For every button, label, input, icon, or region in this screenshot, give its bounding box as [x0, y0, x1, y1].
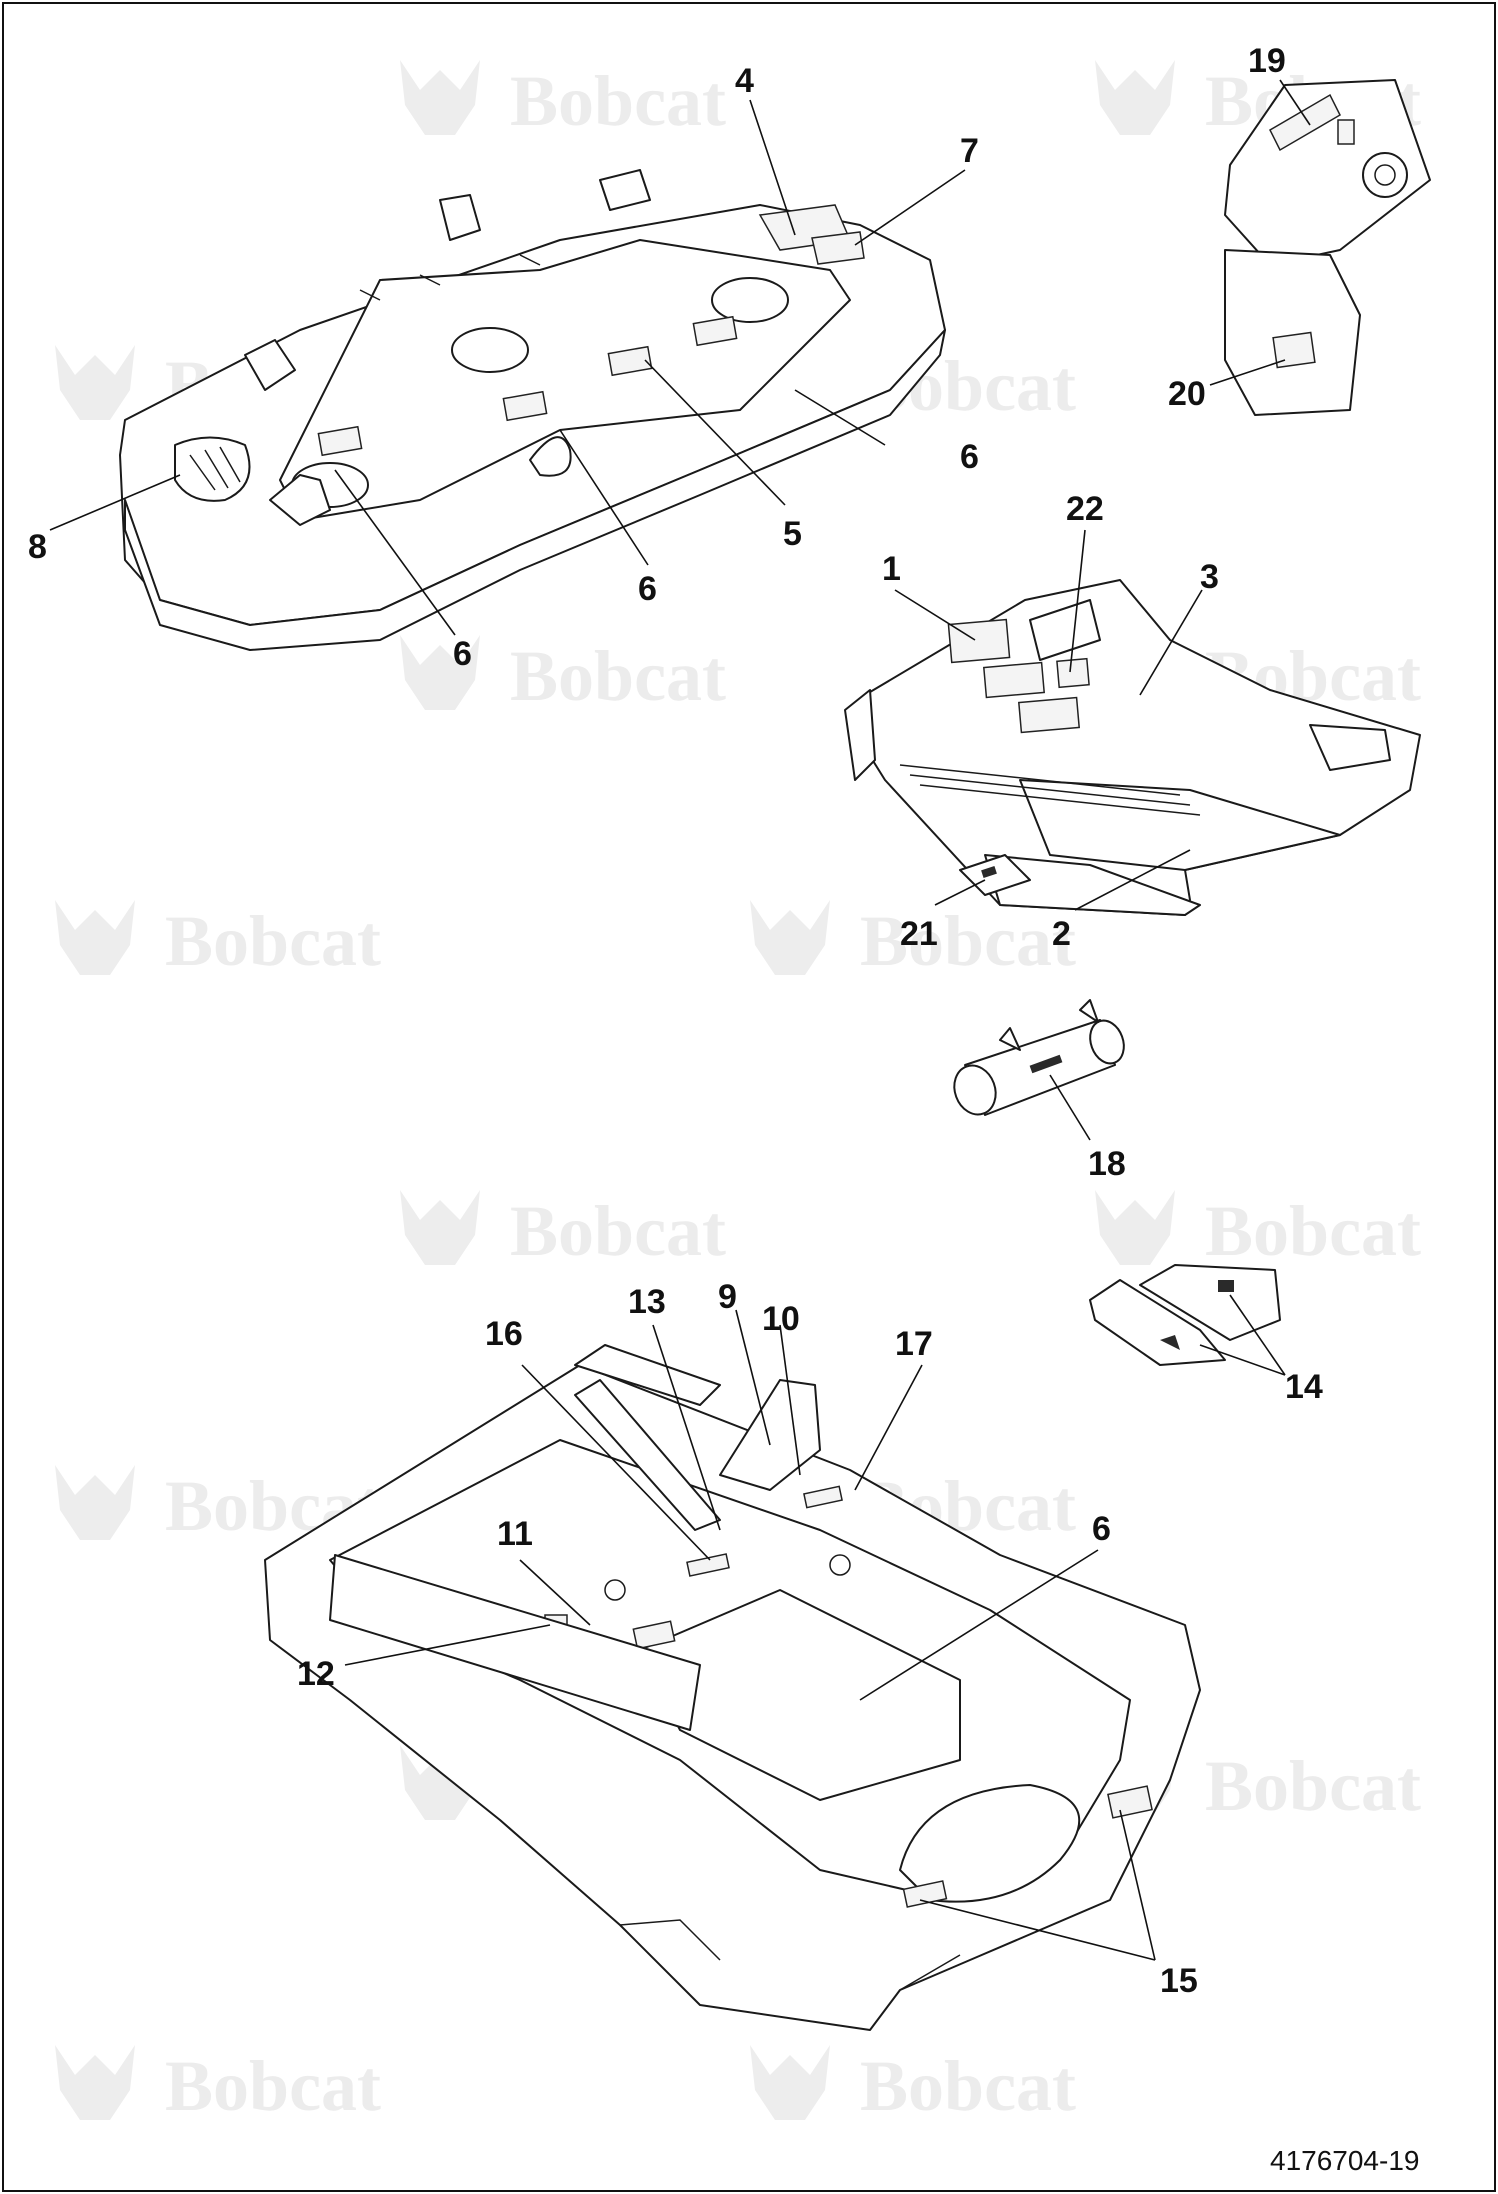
control-panel: [1224, 79, 1431, 416]
chassis-frame: [264, 1344, 1201, 2031]
callout-15: 15: [1160, 1962, 1198, 2000]
callout-22: 22: [1066, 490, 1104, 528]
mower-deck: [119, 169, 946, 651]
bobcat-watermark-text: Bobcat: [510, 61, 726, 141]
callout-6: 6: [1092, 1510, 1111, 1548]
callout-1: 1: [882, 550, 901, 588]
callout-16: 16: [485, 1315, 523, 1353]
bobcat-head-logo: [750, 2045, 830, 2120]
side-panels-14: [1089, 1264, 1281, 1366]
bobcat-watermark-text: Bobcat: [165, 2046, 381, 2126]
callout-10: 10: [762, 1300, 800, 1338]
bobcat-head-logo: [55, 2045, 135, 2120]
leader-lines: [49, 79, 1311, 1961]
canister-18: [953, 999, 1125, 1116]
bobcat-watermark-text: Bobcat: [510, 636, 726, 716]
callout-6: 6: [638, 570, 657, 608]
part-number: 4176704-19: [1270, 2145, 1419, 2176]
callout-2: 2: [1052, 915, 1071, 953]
bobcat-head-logo: [400, 1745, 480, 1820]
callout-19: 19: [1248, 42, 1286, 80]
callout-21: 21: [900, 915, 938, 953]
bobcat-head-logo: [55, 900, 135, 975]
callout-13: 13: [628, 1283, 666, 1321]
bobcat-head-logo: [400, 635, 480, 710]
callout-11: 11: [497, 1515, 533, 1553]
callout-9: 9: [718, 1278, 737, 1316]
bobcat-watermark-text: Bobcat: [510, 1191, 726, 1271]
bobcat-watermark: Bobcat: [400, 60, 726, 141]
bobcat-watermark: Bobcat: [400, 635, 726, 716]
bobcat-watermark-text: Bobcat: [860, 901, 1076, 981]
callout-labels: 4 7 6 5 6 6 8 19 20 22 1 3 21 2 18 14 16…: [28, 42, 1323, 2000]
bobcat-head-logo: [400, 60, 480, 135]
bobcat-head-logo: [55, 345, 135, 420]
footrest-assembly: [844, 579, 1421, 916]
callout-4: 4: [735, 62, 754, 100]
callout-5: 5: [783, 515, 802, 553]
callout-20: 20: [1168, 375, 1206, 413]
callout-3: 3: [1200, 558, 1219, 596]
bobcat-watermark-text: Bobcat: [860, 2046, 1076, 2126]
callout-6: 6: [960, 438, 979, 476]
bobcat-watermark-text: Bobcat: [1205, 1191, 1421, 1271]
callout-17: 17: [895, 1325, 933, 1363]
bobcat-head-logo: [1095, 1190, 1175, 1265]
callout-7: 7: [960, 132, 979, 170]
decal-21: [959, 854, 1031, 896]
callout-8: 8: [28, 528, 47, 566]
bobcat-watermark: Bobcat: [750, 900, 1076, 981]
bobcat-head-logo: [750, 900, 830, 975]
bobcat-watermark: Bobcat: [1095, 1190, 1421, 1271]
callout-18: 18: [1088, 1145, 1126, 1183]
callout-12: 12: [297, 1655, 335, 1693]
bobcat-head-logo: [55, 1465, 135, 1540]
bobcat-watermark: Bobcat: [750, 2045, 1076, 2126]
bobcat-head-logo: [400, 1190, 480, 1265]
bobcat-watermark: Bobcat: [400, 1190, 726, 1271]
callout-14: 14: [1285, 1368, 1323, 1406]
bobcat-watermark-text: Bobcat: [1205, 1746, 1421, 1826]
bobcat-head-logo: [1095, 60, 1175, 135]
bobcat-watermark: Bobcat: [55, 2045, 381, 2126]
callout-6: 6: [453, 635, 472, 673]
bobcat-watermark-text: Bobcat: [165, 901, 381, 981]
bobcat-watermark: Bobcat: [55, 900, 381, 981]
